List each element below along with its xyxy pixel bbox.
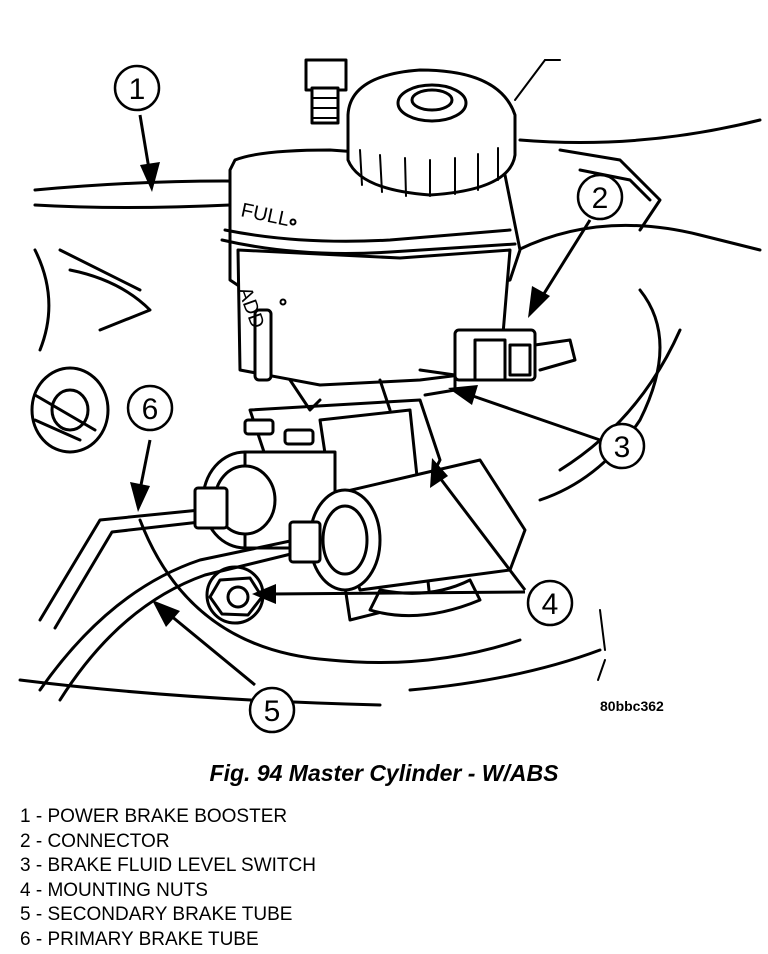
master-cylinder-illustration: FULL ADD [18,58,762,734]
callout-1-number: 1 [129,73,146,106]
primary-brake-tube [38,486,229,630]
legend-item: 2 - CONNECTOR [20,830,170,852]
leader-lines [130,114,601,687]
power-brake-booster [18,59,762,707]
legend-item: 6 - PRIMARY BRAKE TUBE [20,928,259,950]
callout-4: 4 [526,579,574,627]
secondary-brake-tube [38,520,322,702]
figure-code: 80bbc362 [600,698,664,714]
figure-caption: Fig. 94 Master Cylinder - W/ABS [209,760,559,786]
mounting-stud [304,58,348,125]
callout-1: 1 [113,64,161,112]
callout-4-number: 4 [542,588,559,621]
callout-6: 6 [126,384,174,432]
fluid-reservoir: FULL ADD [220,148,522,446]
connector-assembly [418,328,577,397]
callout-6-number: 6 [142,393,159,426]
callout-2: 2 [576,173,624,221]
legend-item: 4 - MOUNTING NUTS [20,879,208,901]
callout-5-number: 5 [264,695,281,728]
callout-3-number: 3 [614,431,631,464]
callout-5: 5 [248,686,296,734]
callout-2-number: 2 [592,182,609,215]
reservoir-cap [346,68,517,197]
legend-item: 5 - SECONDARY BRAKE TUBE [20,904,293,926]
legend-item: 3 - BRAKE FLUID LEVEL SWITCH [20,855,316,877]
callout-3: 3 [598,422,646,470]
legend-list: 1 - POWER BRAKE BOOSTER 2 - CONNECTOR 3 … [20,805,316,953]
legend-item: 1 - POWER BRAKE BOOSTER [20,806,288,827]
